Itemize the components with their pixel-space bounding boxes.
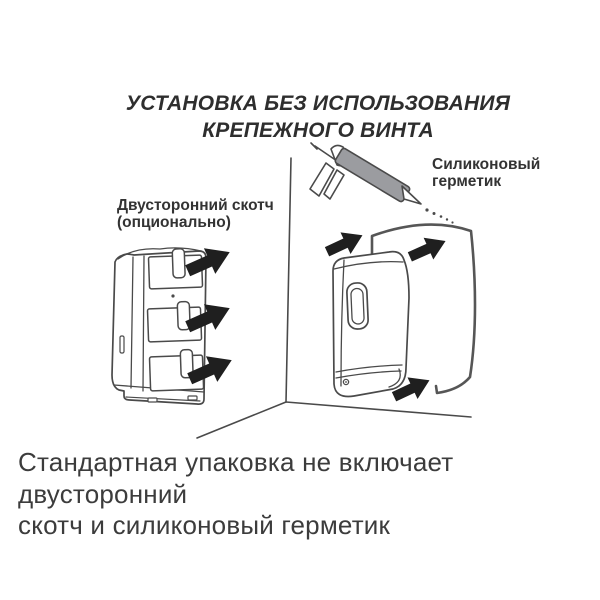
dispenser-foot xyxy=(147,397,158,403)
peel-tab xyxy=(179,348,194,379)
dispenser-foot xyxy=(187,395,198,401)
adhesive-strip xyxy=(148,348,205,392)
gun-nozzle xyxy=(401,185,422,205)
screw-hole xyxy=(171,294,175,298)
side-latch-slot xyxy=(119,335,125,354)
footer-note: Стандартная упаковка не включает двустор… xyxy=(18,447,593,542)
tape-label: Двусторонний скотч (опционально) xyxy=(117,197,274,231)
page-title-line2: КРЕПЕЖНОГО ВИНТА xyxy=(202,119,434,142)
peel-tab xyxy=(171,248,186,279)
tape-label-line2: (опционально) xyxy=(117,213,231,231)
sealant-label-line2: герметик xyxy=(432,172,502,190)
sealant-cartridge xyxy=(334,147,411,203)
page-title: УСТАНОВКА БЕЗ ИСПОЛЬЗОВАНИЯ КРЕПЕЖНОГО В… xyxy=(38,90,598,144)
sight-window xyxy=(346,282,369,330)
gun-handle xyxy=(309,162,335,197)
sealant-dotted-line xyxy=(425,208,454,224)
footer-note-line1: Стандартная упаковка не включает двустор… xyxy=(18,447,454,509)
sealant-label: Силиконовый герметик xyxy=(432,156,541,190)
gun-push-rod xyxy=(310,142,338,162)
sealant-label-line1: Силиконовый xyxy=(432,156,541,173)
wall-corner-lines xyxy=(196,157,472,439)
gun-trigger xyxy=(323,169,345,200)
caulk-gun-icon xyxy=(309,142,422,205)
mount-direction-arrow xyxy=(405,230,451,268)
footer-note-line2: скотч и силиконовый герметик xyxy=(18,510,391,540)
adhesive-strip xyxy=(147,248,204,290)
tape-label-line1: Двусторонний скотч xyxy=(117,197,274,214)
dispenser-back-tape-icon xyxy=(111,247,207,405)
wall-plate-icon xyxy=(370,223,477,395)
dispenser-front-icon xyxy=(332,250,410,398)
page-title-line1: УСТАНОВКА БЕЗ ИСПОЛЬЗОВАНИЯ xyxy=(125,92,511,115)
